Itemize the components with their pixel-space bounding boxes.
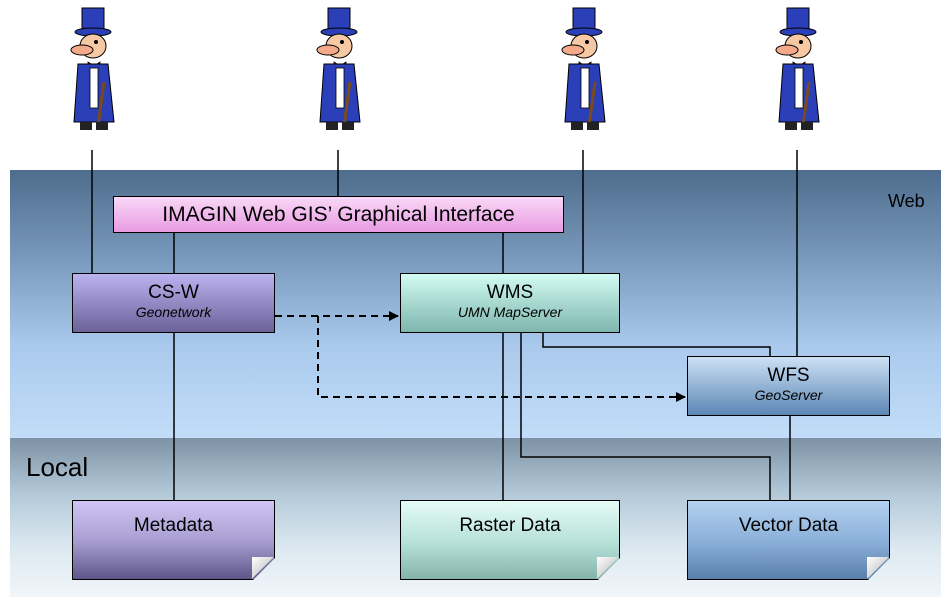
csw-implementation: Geonetwork [135, 304, 212, 320]
web-zone-label: Web [888, 191, 925, 211]
wfs-service-box: WFS GeoServer [687, 356, 890, 416]
csw-wfs-dashed-arrow [317, 316, 686, 402]
raster-data-store: Raster Data [400, 500, 620, 580]
user-figure-icon [316, 7, 361, 130]
user-figure-icon [561, 7, 606, 130]
raster-data-label: Raster Data [459, 515, 561, 536]
wfs-implementation: GeoServer [754, 387, 823, 403]
wms-implementation: UMN MapServer [457, 304, 563, 320]
wms-name: WMS [486, 282, 534, 303]
local-zone-label: Local [26, 452, 89, 482]
graphical-interface-box: IMAGIN Web GIS’ Graphical Interface [113, 196, 564, 233]
vector-data-label: Vector Data [738, 515, 839, 536]
user-figure-icon [775, 7, 820, 130]
user-figure-icon [70, 7, 115, 130]
gui-title: IMAGIN Web GIS’ Graphical Interface [162, 203, 515, 226]
wms-vector-line [520, 333, 771, 500]
metadata-store: Metadata [72, 500, 275, 580]
wms-wfs-line [542, 333, 771, 356]
csw-service-box: CS-W Geonetwork [72, 273, 275, 333]
wfs-name: WFS [767, 365, 810, 386]
metadata-label: Metadata [133, 515, 214, 536]
vector-data-store: Vector Data [687, 500, 890, 580]
csw-name: CS-W [148, 282, 199, 303]
wms-service-box: WMS UMN MapServer [400, 273, 620, 333]
